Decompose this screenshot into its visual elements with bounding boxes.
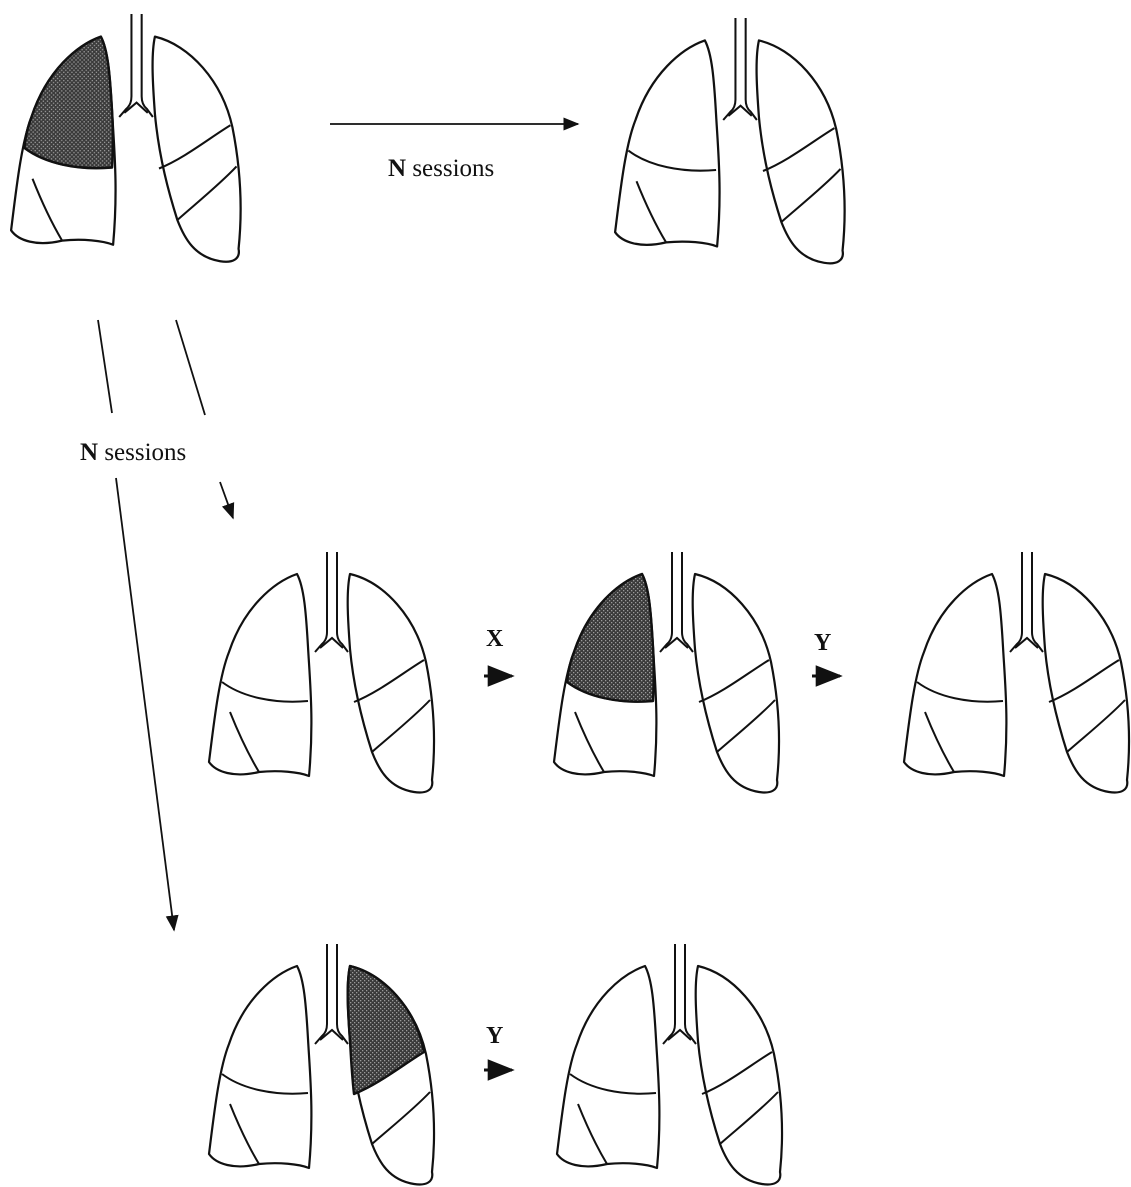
arrow-to-middle-row [220,482,233,518]
lung-top-left [11,14,240,262]
lung-middle-left [209,552,434,793]
step-y-middle-letter: Y [814,630,831,656]
lung-bottom-left [209,944,434,1185]
lung-top-right [615,18,845,263]
step-y-bottom-letter: Y [486,1023,503,1049]
arrow-to-bottom-row [116,478,174,930]
lung-middle-center [554,552,779,793]
left-branch-upper-line [98,320,112,413]
step-x-letter: X [486,626,504,652]
right-branch-upper-line [176,320,205,415]
left-arrows-label: N sessions [80,439,186,466]
lung-bottom-right [557,944,782,1185]
shaded-lobe [567,574,654,702]
top-arrow-label: N sessions [388,155,494,182]
lung-middle-right [904,552,1129,793]
shaded-lobe [24,37,112,169]
